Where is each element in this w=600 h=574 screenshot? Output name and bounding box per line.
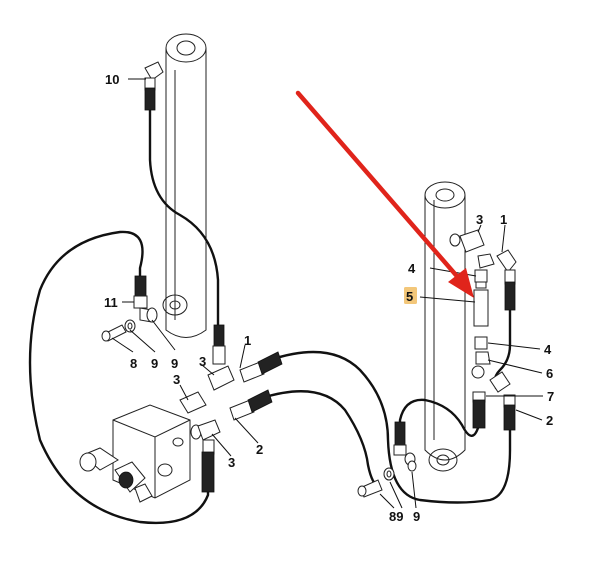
callout-9-left-a: 9 [151, 356, 158, 371]
callout-labels: 10 11 8 9 9 3 3 3 1 2 3 1 4 5 4 6 7 2 89… [104, 72, 554, 524]
callout-9-left-b: 9 [171, 356, 178, 371]
callout-9-bottom: 9 [413, 509, 420, 524]
callout-8-left: 8 [130, 356, 137, 371]
left-cylinder [162, 33, 207, 338]
callout-6: 6 [546, 366, 553, 381]
callout-4-lower: 4 [544, 342, 552, 357]
callout-7: 7 [547, 389, 554, 404]
callout-3-lower-left: 3 [173, 372, 180, 387]
callout-10: 10 [105, 72, 119, 87]
fittings [101, 61, 517, 498]
red-arrow [295, 90, 474, 298]
callout-89: 89 [389, 509, 403, 524]
callout-5-highlight [404, 287, 417, 304]
callout-3-center: 3 [199, 354, 206, 369]
callout-11: 11 [104, 295, 118, 310]
callout-3-bottom: 3 [228, 455, 235, 470]
leader-lines [111, 78, 543, 509]
callout-1-right: 1 [500, 212, 507, 227]
callout-1-center: 1 [244, 333, 251, 348]
callout-3-right: 3 [476, 212, 483, 227]
right-cylinder [424, 181, 466, 472]
valve-block [79, 404, 191, 503]
callout-2-right: 2 [546, 413, 553, 428]
callout-2-center: 2 [256, 442, 263, 457]
callout-4-upper: 4 [408, 261, 416, 276]
callout-5: 5 [406, 289, 413, 304]
